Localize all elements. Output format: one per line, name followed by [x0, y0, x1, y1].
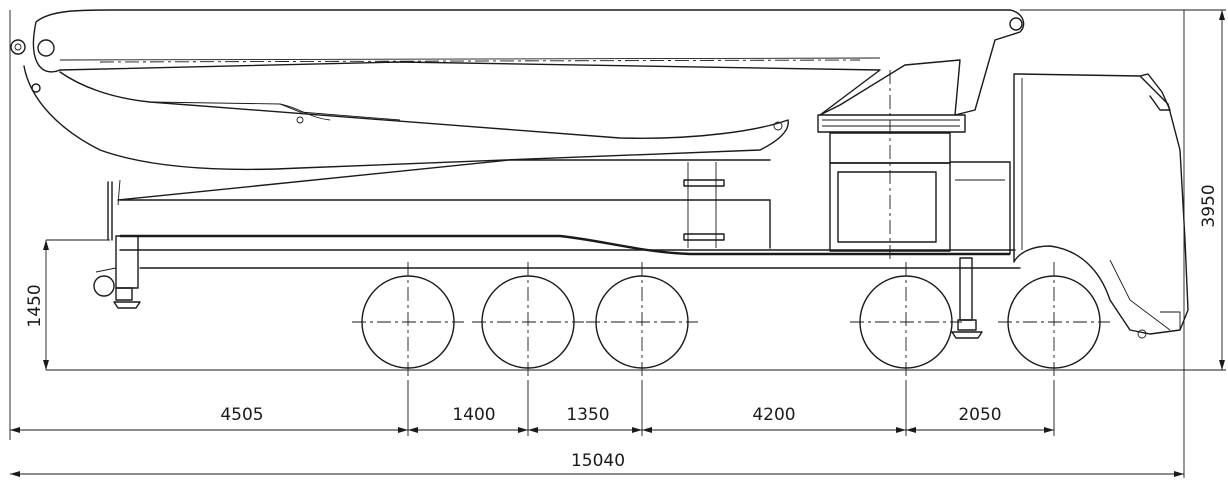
- outrigger-height-label: 1450: [25, 284, 45, 327]
- span-dimension-label: 2050: [958, 405, 1001, 425]
- overall-height-label: 3950: [1199, 184, 1219, 227]
- span-dimension-label: 4505: [220, 405, 263, 425]
- dimensions: 4505 1400 1350 4200 2050 15040 3950 1450: [9, 9, 1226, 478]
- chassis: [93, 161, 1021, 339]
- boom: [10, 9, 1025, 206]
- turret: [817, 70, 966, 260]
- span-arrows: [10, 427, 1054, 433]
- wheel: [352, 262, 464, 378]
- wheel: [998, 262, 1110, 378]
- wheel: [472, 262, 584, 378]
- wheel: [850, 262, 962, 378]
- span-dimension-label: 4200: [752, 405, 795, 425]
- overall-length-label: 15040: [571, 451, 625, 471]
- cab: [1013, 73, 1189, 339]
- wheel: [586, 262, 698, 378]
- span-dimension-label: 1400: [452, 405, 495, 425]
- wheels: [352, 262, 1110, 378]
- span-dimension-label: 1350: [566, 405, 609, 425]
